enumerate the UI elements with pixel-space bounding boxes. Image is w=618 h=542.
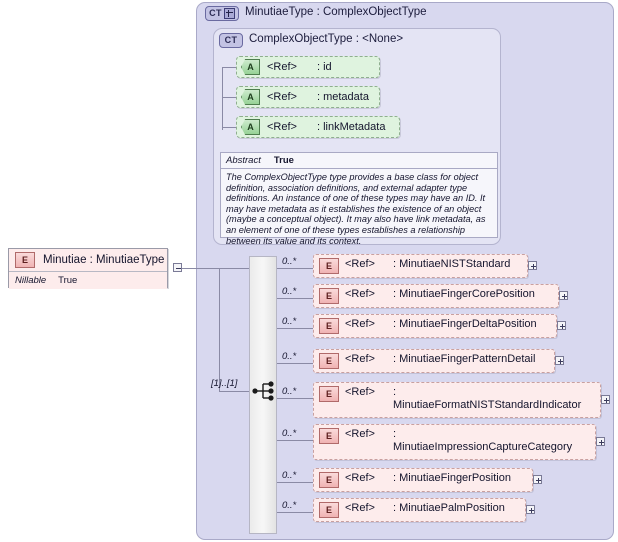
child-cardinality: 0..*	[282, 351, 297, 362]
element-icon: E	[319, 386, 339, 402]
base-type-title: ComplexObjectType : <None>	[249, 33, 404, 45]
expand-toggle[interactable]	[526, 505, 535, 514]
attribute-row[interactable]: A <Ref> : metadata	[236, 86, 380, 108]
child-element-row[interactable]: E <Ref> : MinutiaeFingerPatternDetail	[313, 349, 555, 373]
expand-toggle[interactable]	[559, 291, 568, 300]
expand-toggle[interactable]	[601, 395, 610, 404]
expand-toggle[interactable]	[555, 356, 564, 365]
complex-type-expand-badge[interactable]: CT	[205, 6, 239, 21]
element-name: : MinutiaeNISTStandard	[392, 258, 511, 270]
expand-toggle[interactable]	[596, 437, 605, 446]
element-ref: <Ref>	[345, 318, 375, 330]
attribute-name: : linkMetadata	[316, 121, 386, 133]
element-ref: <Ref>	[345, 472, 375, 484]
abstract-value: True	[273, 155, 294, 166]
attribute-icon: A	[241, 59, 260, 75]
element-title: Minutiae : MinutiaeType	[43, 254, 165, 266]
plus-icon[interactable]	[223, 8, 235, 19]
documentation-box: Abstract True The ComplexObjectType type…	[220, 152, 498, 246]
child-connector	[277, 363, 314, 364]
child-cardinality: 0..*	[282, 500, 297, 511]
base-type-badge[interactable]: CT	[219, 33, 243, 48]
nillable-label: Nillable	[15, 275, 47, 286]
attribute-branch-0	[222, 67, 236, 68]
compositor-enter-line	[219, 391, 251, 392]
child-connector	[277, 268, 314, 269]
child-element-row[interactable]: E <Ref> : MinutiaePalmPosition	[313, 498, 526, 522]
ct-badge-label: CT	[224, 35, 238, 45]
child-element-row[interactable]: E <Ref> : MinutiaeFingerDeltaPosition	[313, 314, 557, 338]
element-ref: <Ref>	[345, 502, 375, 514]
child-cardinality: 0..*	[282, 428, 297, 439]
element-to-compositor-line	[182, 268, 249, 269]
element-icon: E	[319, 353, 339, 369]
compositor-cardinality: [1]..[1]	[211, 378, 238, 389]
element-ref: <Ref>	[345, 258, 375, 270]
expand-toggle[interactable]	[533, 475, 542, 484]
attribute-icon: A	[241, 89, 260, 105]
attribute-ref: <Ref>	[267, 61, 297, 73]
element-icon: E	[319, 318, 339, 334]
attribute-branch-1	[222, 97, 236, 98]
child-cardinality: 0..*	[282, 470, 297, 481]
child-connector	[277, 328, 314, 329]
child-element-row[interactable]: E <Ref> : MinutiaeFormatNISTStandardIndi…	[313, 382, 601, 418]
element-icon: E	[319, 472, 339, 488]
element-icon: E	[319, 428, 339, 444]
child-element-row[interactable]: E <Ref> : MinutiaeImpressionCaptureCateg…	[313, 424, 596, 460]
element-icon: E	[319, 502, 339, 518]
element-ref: <Ref>	[345, 288, 375, 300]
child-cardinality: 0..*	[282, 316, 297, 327]
complex-type-title: MinutiaeType : ComplexObjectType	[245, 6, 427, 18]
child-cardinality: 0..*	[282, 256, 297, 267]
element-icon: E	[15, 252, 35, 268]
sequence-icon[interactable]	[251, 380, 279, 402]
element-name: : MinutiaeImpressionCaptureCategory	[392, 428, 573, 453]
child-connector	[277, 482, 314, 483]
attribute-tree-trunk	[222, 67, 223, 130]
attribute-icon: A	[241, 119, 260, 135]
collapse-toggle[interactable]	[173, 263, 182, 272]
child-cardinality: 0..*	[282, 386, 297, 397]
nillable-value: True	[58, 275, 78, 286]
element-name: : MinutiaeFingerCorePosition	[392, 288, 535, 300]
attribute-name: : id	[316, 61, 332, 73]
element-name: : MinutiaeFingerPatternDetail	[392, 353, 536, 365]
element-ref: <Ref>	[345, 428, 375, 440]
abstract-label: Abstract	[226, 155, 261, 166]
expand-toggle[interactable]	[557, 321, 566, 330]
attribute-ref: <Ref>	[267, 121, 297, 133]
documentation-text: The ComplexObjectType type provides a ba…	[226, 172, 486, 246]
element-icon: E	[319, 258, 339, 274]
element-ref: <Ref>	[345, 353, 375, 365]
compositor-drop-line	[219, 268, 220, 391]
attribute-row[interactable]: A <Ref> : id	[236, 56, 380, 78]
element-icon: E	[319, 288, 339, 304]
element-header: E Minutiae : MinutiaeType	[9, 249, 167, 272]
attribute-ref: <Ref>	[267, 91, 297, 103]
nillable-row: Nillable True	[9, 272, 167, 289]
element-name: : MinutiaePalmPosition	[392, 502, 505, 514]
attribute-name: : metadata	[316, 91, 369, 103]
child-element-row[interactable]: E <Ref> : MinutiaeFingerPosition	[313, 468, 533, 492]
element-ref: <Ref>	[345, 386, 375, 398]
attribute-row[interactable]: A <Ref> : linkMetadata	[236, 116, 400, 138]
ct-badge-label: CT	[209, 8, 222, 18]
element-name: : MinutiaeFingerPosition	[392, 472, 511, 484]
element-name: : MinutiaeFingerDeltaPosition	[392, 318, 537, 330]
element-box-minutiae[interactable]: E Minutiae : MinutiaeType Nillable True	[8, 248, 168, 289]
attribute-branch-2	[222, 127, 236, 128]
child-element-row[interactable]: E <Ref> : MinutiaeNISTStandard	[313, 254, 528, 278]
child-element-row[interactable]: E <Ref> : MinutiaeFingerCorePosition	[313, 284, 559, 308]
child-connector	[277, 440, 314, 441]
child-connector	[277, 512, 314, 513]
child-connector	[277, 298, 314, 299]
element-name: : MinutiaeFormatNISTStandardIndicator	[392, 386, 582, 411]
child-connector	[277, 398, 314, 399]
abstract-row: Abstract True	[221, 153, 497, 169]
expand-toggle[interactable]	[528, 261, 537, 270]
child-cardinality: 0..*	[282, 286, 297, 297]
